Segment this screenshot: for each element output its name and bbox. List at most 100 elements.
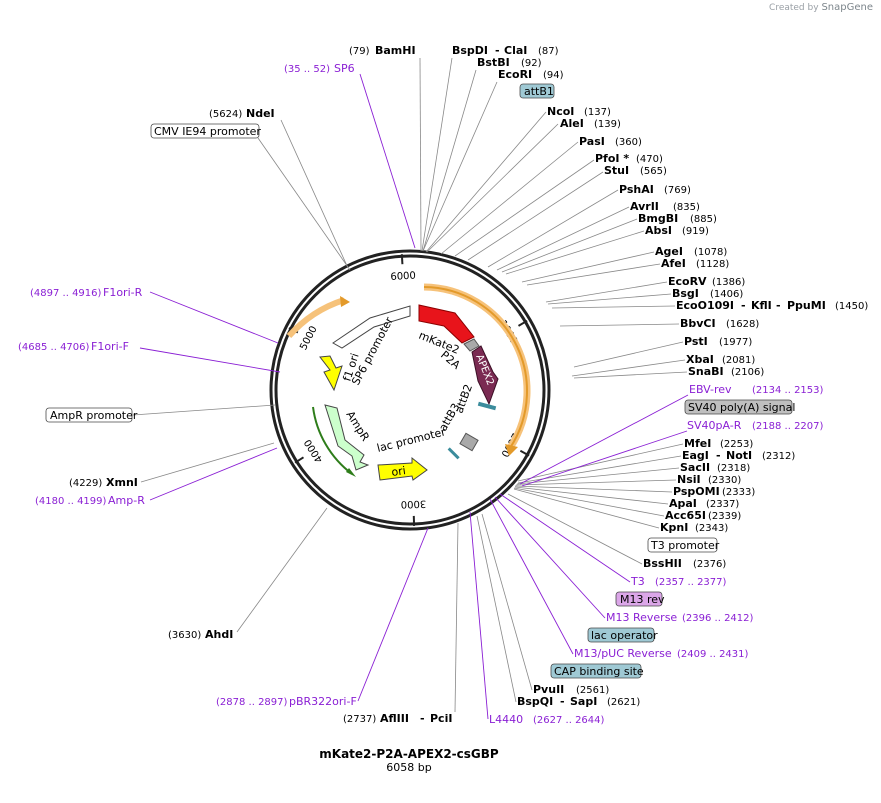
leader-line [573,341,684,368]
primer-sv40pa-r[interactable]: SV40pA-R (2188 .. 2207) [687,419,824,432]
enzyme-apai[interactable]: ApaI (2337) [669,497,739,510]
enzyme-ahdi[interactable]: (3630) AhdI [168,628,233,641]
enzyme-dash: - [776,299,781,312]
enzyme-ecoo109i-kfli-ppumi[interactable]: EcoO109I - KflI - PpuMI (1450) [676,299,868,312]
feature-mkate2[interactable] [418,304,475,344]
enzyme-pshai[interactable]: PshAI (769) [619,183,691,196]
enzyme-bstbi[interactable]: BstBI (92) [477,56,542,69]
enzyme-alei[interactable]: AleI (139) [560,117,621,130]
enzyme-psti[interactable]: PstI (1977) [684,335,752,348]
enzyme-nsii[interactable]: NsiI (2330) [677,473,741,486]
orf-arc-ampr[interactable] [312,406,353,475]
enzyme-bamhi[interactable]: (79) BamHI [349,44,416,57]
leader-line [496,206,630,271]
backbone-tick [519,449,530,457]
inner-label-ampr: AmpR [343,409,372,444]
primer-name: pBR322ori-F [289,695,357,708]
primer-pos: (2396 .. 2412) [682,613,754,624]
feature-attb2[interactable] [477,401,497,411]
enzyme-pasi[interactable]: PasI (360) [579,135,642,148]
feature-box-cap-binding-site[interactable]: CAP binding site [550,663,644,679]
leader-line [426,123,559,253]
enzyme-bsgi[interactable]: BsgI (1406) [672,287,743,300]
enzyme-name: KpnI [660,521,688,534]
enzyme-ecori[interactable]: EcoRI (94) [498,68,564,81]
enzyme-absi[interactable]: AbsI (919) [645,224,709,237]
feature-box-bg [519,83,555,99]
primer-name: SV40pA-R [687,419,742,432]
enzyme-dash: - [741,299,746,312]
leader-line [140,442,275,483]
leader-line [551,305,676,309]
feature-sp6-promoter[interactable] [332,305,411,349]
enzyme-pspomi[interactable]: PspOMI (2333) [673,485,755,498]
primer-name: F1ori-F [91,340,129,353]
enzyme-eagi-noti[interactable]: EagI - NotI (2312) [682,449,795,462]
enzyme-pos: (2376) [693,559,726,570]
enzyme-afliii-pcii[interactable]: (2737) AflIII - PciI [343,712,452,725]
enzyme-pvuii[interactable]: PvuII (2561) [533,683,609,696]
enzyme-bmgbi[interactable]: BmgBI (885) [638,212,717,225]
enzyme-snabi[interactable]: SnaBI (2106) [688,365,764,378]
enzyme-ecorv[interactable]: EcoRV (1386) [668,275,745,288]
feature-ampr[interactable] [324,404,370,471]
feature-f1-ori[interactable] [319,355,343,392]
feature-box-cmv-ie94-promoter[interactable]: CMV IE94 promoter [150,123,261,139]
leader-line [476,515,517,703]
enzyme-mfei[interactable]: MfeI (2253) [684,437,753,450]
primer-pos: (4685 .. 4706) [18,342,90,353]
primer-f1ori-r[interactable]: (4897 .. 4916) F1ori-R [30,286,143,299]
enzyme-xbai[interactable]: XbaI (2081) [686,353,755,366]
enzyme-avrii[interactable]: AvrII (835) [630,200,700,213]
enzyme-acc65i[interactable]: Acc65I (2339) [665,509,741,522]
primer-amp-r[interactable]: (4180 .. 4199) Amp-R [35,494,145,507]
enzyme-ndei[interactable]: (5624) NdeI [209,107,275,120]
enzyme-stui[interactable]: StuI (565) [604,164,667,177]
primer-sp6[interactable]: (35 .. 52) SP6 [284,62,355,75]
leader-line [481,513,533,691]
primer-name: EBV-rev [689,383,732,396]
feature-ori[interactable] [377,456,428,481]
enzyme-kpni[interactable]: KpnI (2343) [660,521,728,534]
feature-box-m13-rev[interactable]: M13 rev [615,591,665,607]
primer-ebv-rev[interactable]: EBV-rev (2134 .. 2153) [689,383,824,396]
enzyme-pos: (87) [538,46,559,57]
enzyme-sacii[interactable]: SacII (2318) [680,461,750,474]
leader-line [280,119,349,269]
feature-box-t3-promoter[interactable]: T3 promoter [647,537,720,553]
enzyme-name: EagI [682,449,709,462]
feature-apex2[interactable] [471,345,499,406]
primer-pbr322ori-f[interactable]: (2878 .. 2897) pBR322ori-F [216,695,357,708]
primer-m13-puc-reverse[interactable]: M13/pUC Reverse (2409 .. 2431) [574,647,749,660]
primer-f1ori-f[interactable]: (4685 .. 4706) F1ori-F [18,340,129,353]
primer-l4440[interactable]: L4440 (2627 .. 2644) [489,713,605,726]
leader-line [559,323,680,327]
feature-p2a[interactable] [463,338,480,352]
feature-box-sv40-polya-signal[interactable]: SV40 poly(A) signal [684,399,795,415]
enzyme-bbvci[interactable]: BbvCI (1628) [680,317,759,330]
leader-line [425,111,547,253]
feature-box-label: attB1 [524,85,554,98]
feature-box-ampr-promoter[interactable]: AmpR promoter [45,407,138,423]
feature-box-lac-operator[interactable]: lac operator [587,627,658,643]
enzyme-bspdi-clai[interactable]: BspDI - ClaI (87) [452,44,559,57]
feature-attb3[interactable] [447,447,460,460]
primer-t3[interactable]: T3 (2357 .. 2377) [630,575,727,588]
feature-box-label: M13 rev [620,593,665,606]
enzyme-pfoi[interactable]: PfoI * (470) [595,152,663,165]
enzyme-xmni[interactable]: (4229) XmnI [69,476,138,489]
enzyme-pos: (2253) [720,439,753,450]
enzyme-agei[interactable]: AgeI (1078) [655,245,727,258]
enzyme-bsshii[interactable]: BssHII (2376) [643,557,726,570]
enzyme-dash: - [495,44,500,57]
orf-arc-left[interactable] [286,297,345,339]
leader-line [516,467,680,485]
enzyme-bspqi-sapi[interactable]: BspQI - SapI (2621) [517,695,640,708]
enzyme-afei[interactable]: AfeI (1128) [661,257,729,270]
primer-name: Amp-R [108,494,145,507]
enzyme-ncoi[interactable]: NcoI (137) [547,105,611,118]
feature-box-attb1[interactable]: attB1 [519,83,555,99]
primer-leader-line [489,498,574,655]
feature-gray-box[interactable] [459,432,479,452]
primer-m13-reverse[interactable]: M13 Reverse (2396 .. 2412) [606,611,754,624]
